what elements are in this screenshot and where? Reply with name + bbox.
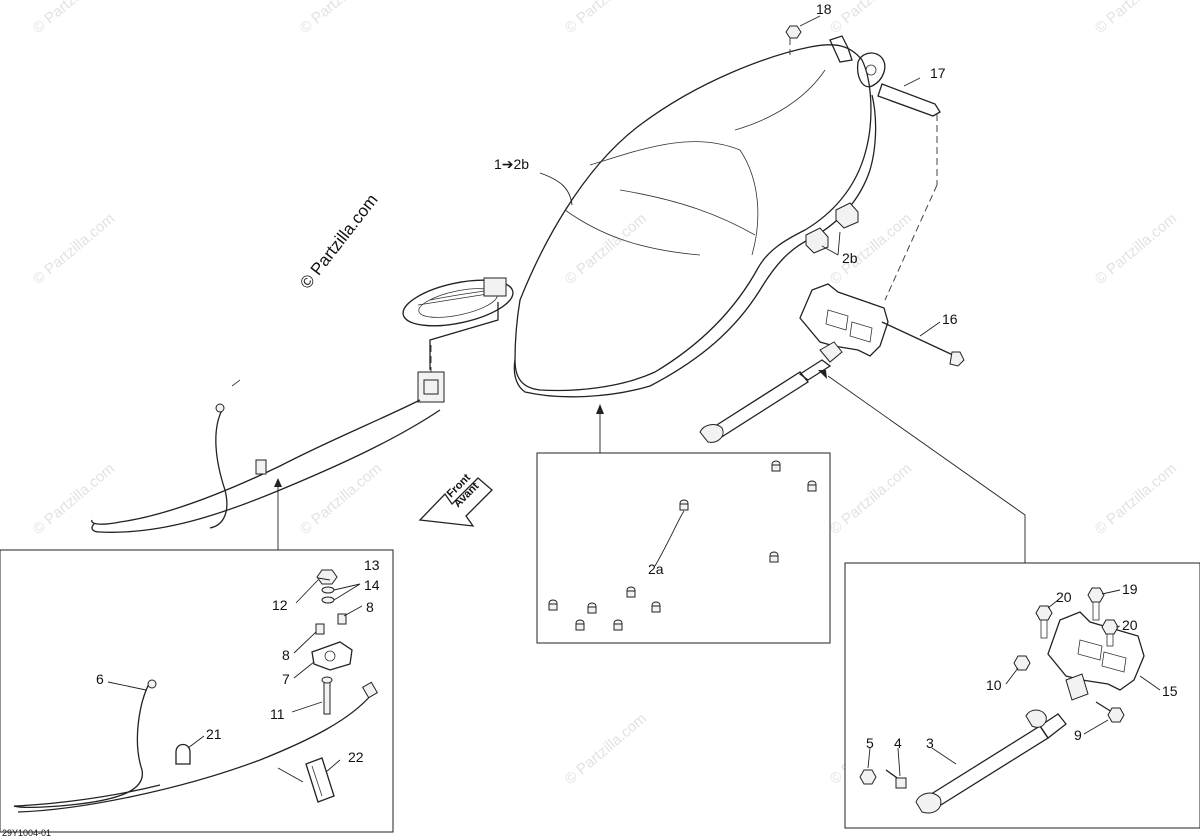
watermark: © Partzilla.com [1092, 210, 1180, 288]
callout-18: 18 [816, 1, 832, 17]
latch-assembly-parts [13, 569, 379, 813]
callout-14: 14 [364, 577, 380, 593]
leader-lines [107, 15, 1161, 777]
callout-5: 5 [866, 735, 874, 751]
callout-17: 17 [930, 65, 946, 81]
watermark: © Partzilla.com [562, 710, 650, 788]
watermark: © Partzilla.com [1092, 460, 1180, 538]
callout-22: 22 [348, 749, 364, 765]
watermark: © Partzilla.com [827, 460, 915, 538]
bumper-kit-parts [548, 460, 817, 631]
pointer-line [827, 375, 1026, 563]
seat-hardware [699, 25, 965, 443]
arrowhead [274, 478, 282, 487]
detail-box-bumpers [536, 452, 831, 644]
watermark: © Partzilla.com [562, 210, 650, 288]
callout-11: 11 [270, 706, 285, 722]
arrowhead [818, 370, 827, 379]
front-direction-arrow: Front Avant [418, 472, 493, 527]
callout-20-lower: 20 [1122, 617, 1138, 633]
callout-9: 9 [1074, 727, 1082, 743]
callout-labels: 1➔2b 18 17 2b 16 2a 13 14 12 8 8 7 11 6 … [96, 1, 1178, 765]
callout-6: 6 [96, 671, 104, 687]
copyright-stamp: © Partzilla.com [296, 190, 382, 292]
callout-2a: 2a [648, 561, 664, 577]
callout-19: 19 [1122, 581, 1138, 597]
callout-8-lower: 8 [282, 647, 290, 663]
watermark: © Partzilla.com [827, 0, 915, 37]
watermark: © Partzilla.com [1092, 0, 1180, 37]
callout-3: 3 [926, 735, 934, 751]
callout-15: 15 [1162, 683, 1178, 699]
watermark: © Partzilla.com [30, 210, 118, 288]
detail-box-latch [0, 549, 394, 833]
watermark: © Partzilla.com [297, 0, 385, 37]
callout-12: 12 [272, 597, 288, 613]
callout-7: 7 [282, 671, 290, 687]
cable-latch-illustration [91, 302, 499, 533]
callout-10: 10 [986, 677, 1002, 693]
callout-2b: 2b [842, 250, 858, 266]
seat-illustration [402, 35, 886, 398]
callout-16: 16 [942, 311, 958, 327]
callout-8-upper: 8 [366, 599, 374, 615]
watermark: © Partzilla.com [30, 460, 118, 538]
callout-4: 4 [894, 735, 902, 751]
watermark: © Partzilla.com [297, 460, 385, 538]
callout-13: 13 [364, 557, 380, 573]
watermark: © Partzilla.com [562, 0, 650, 37]
arrowhead [596, 404, 604, 414]
callout-1-2b: 1➔2b [494, 156, 529, 172]
callout-20-upper: 20 [1056, 589, 1072, 605]
assembly-line [884, 184, 938, 301]
reference-code: 29Y1004-01 [2, 828, 51, 838]
watermark: © Partzilla.com [30, 0, 118, 37]
callout-21: 21 [206, 726, 222, 742]
strut-bracket-parts [859, 587, 1145, 814]
